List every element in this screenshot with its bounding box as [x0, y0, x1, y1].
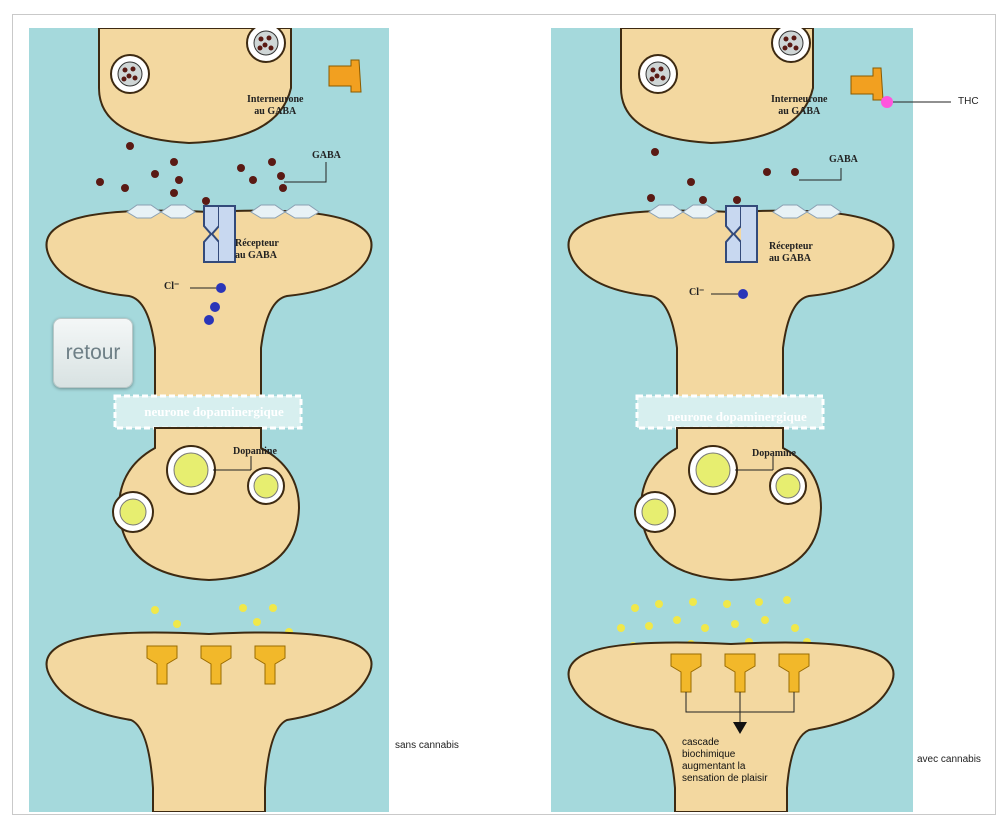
neurone-label: neurone dopaminergique: [121, 404, 307, 420]
dopamine-vesicle: [770, 468, 806, 504]
dopamine-vesicle: [689, 446, 737, 494]
gaba-label-right: GABA: [829, 154, 858, 165]
neurone-label-right: neurone dopaminergique: [637, 409, 837, 425]
dopamine-label: Dopamine: [233, 446, 277, 457]
thc-pointer: [893, 100, 953, 106]
gaba-vesicle: [772, 28, 810, 62]
gaba-pointer: [280, 160, 330, 188]
left-synapse-diagram: [29, 28, 389, 812]
chloride-ions: [738, 289, 748, 299]
gaba-vesicle: [111, 55, 149, 93]
dopamine-label-right: Dopamine: [752, 448, 796, 459]
dopamine-vesicle: [113, 492, 153, 532]
left-caption: sans cannabis: [395, 740, 459, 751]
gaba-pointer-right: [795, 166, 845, 186]
thc-molecule: [881, 96, 893, 108]
dopamine-vesicle: [167, 446, 215, 494]
chlore-label-right: Cl⁻: [689, 287, 704, 298]
thc-label: THC: [958, 96, 979, 107]
dopamine-vesicle: [635, 492, 675, 532]
left-panel-sans-cannabis: [29, 28, 389, 812]
gaba-vesicle: [247, 28, 285, 62]
dopamine-vesicle: [248, 468, 284, 504]
chlore-label: Cl⁻: [164, 281, 179, 292]
gaba-vesicle: [639, 55, 677, 93]
retour-button[interactable]: retour: [53, 318, 133, 388]
right-caption: avec cannabis: [917, 754, 981, 765]
